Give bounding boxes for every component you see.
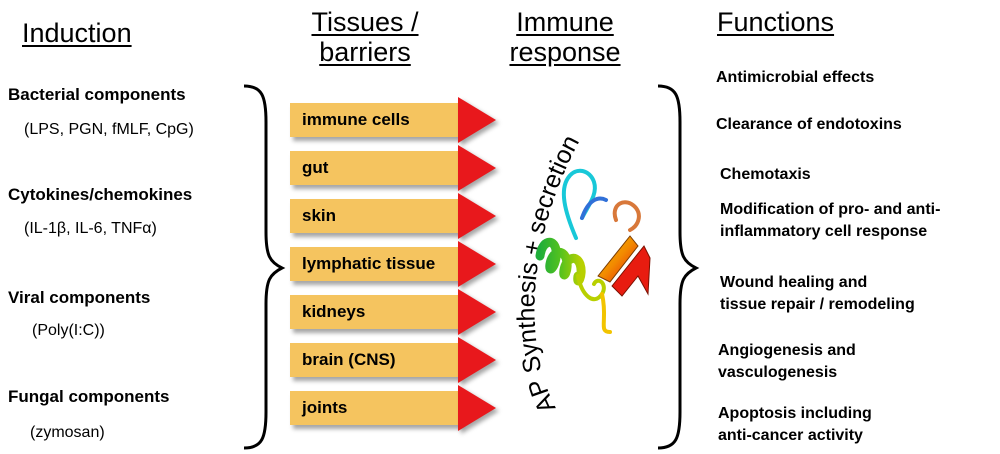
function-item-3: Chemotaxis [720,164,811,186]
induction-detail-2: (IL-1β, IL-6, TNFα) [24,220,157,237]
tissue-bar-brain: brain (CNS) [290,343,460,377]
induction-title-1: Bacterial components [8,85,186,104]
tissue-bar-immune-cells: immune cells [290,103,460,137]
immune-response-header-line1: Immune [516,7,614,37]
function-line: Wound healing and [720,274,868,291]
tissues-header-line1: Tissues / [311,7,419,37]
function-item-7: Apoptosis including anti-cancer activity [718,403,872,447]
tissue-label: brain (CNS) [302,350,396,369]
induction-title-2: Cytokines/chemokines [8,185,193,204]
induction-detail-4: (zymosan) [30,424,105,441]
tissue-label: gut [302,158,329,177]
function-line: Antimicrobial effects [716,69,875,86]
induction-title-4: Fungal components [8,387,170,406]
immune-response-header: Immune response [500,7,630,67]
induction-title-3: Viral components [8,288,151,307]
tissue-label: lymphatic tissue [302,254,436,273]
tissue-bar-lymphatic-tissue: lymphatic tissue [290,247,460,281]
left-brace [243,84,286,450]
immune-response-graphic: AP Synthesis + secretion [512,131,651,417]
arrow-icon [458,145,496,191]
function-line: Apoptosis including [718,405,872,422]
function-line: Modification of pro- and anti- [720,201,941,218]
function-line: vasculogenesis [718,364,838,381]
function-line: Clearance of endotoxins [716,116,902,133]
induction-detail-3: (Poly(I:C)) [32,322,105,339]
tissue-bar-skin: skin [290,199,460,233]
function-line: inflammatory cell response [720,223,928,240]
induction-detail-1: (LPS, PGN, fMLF, CpG) [24,121,194,138]
function-line: tissue repair / remodeling [720,296,915,313]
function-item-2: Clearance of endotoxins [716,114,902,136]
tissue-label: skin [302,206,337,225]
tissues-header-line2: barriers [319,37,411,67]
tissue-label: kidneys [302,302,366,321]
tissue-bar-kidneys: kidneys [290,295,460,329]
function-item-5: Wound healing and tissue repair / remode… [720,272,915,316]
immune-response-header-line2: response [509,37,621,67]
protein-structure-icon [535,168,651,334]
arrow-icon [458,337,496,383]
tissue-label: joints [302,398,348,417]
arrow-icon [458,193,496,239]
tissue-bar-joints: joints [290,391,460,425]
induction-header: Induction [22,18,132,48]
function-line: anti-cancer activity [718,427,863,444]
right-brace [657,84,700,450]
function-item-6: Angiogenesis and vasculogenesis [718,340,856,384]
tissue-bar-gut: gut [290,151,460,185]
function-item-4: Modification of pro- and anti- inflammat… [720,199,940,243]
arrow-icon [458,289,496,335]
tissue-label: immune cells [302,110,410,129]
arrow-icon [458,241,496,287]
arrow-icon [458,97,496,143]
tissues-header: Tissues / barriers [300,7,430,67]
arrow-icon [458,385,496,431]
functions-header: Functions [717,7,835,37]
function-line: Angiogenesis and [718,342,856,359]
function-line: Chemotaxis [720,166,811,183]
function-item-1: Antimicrobial effects [716,67,874,89]
